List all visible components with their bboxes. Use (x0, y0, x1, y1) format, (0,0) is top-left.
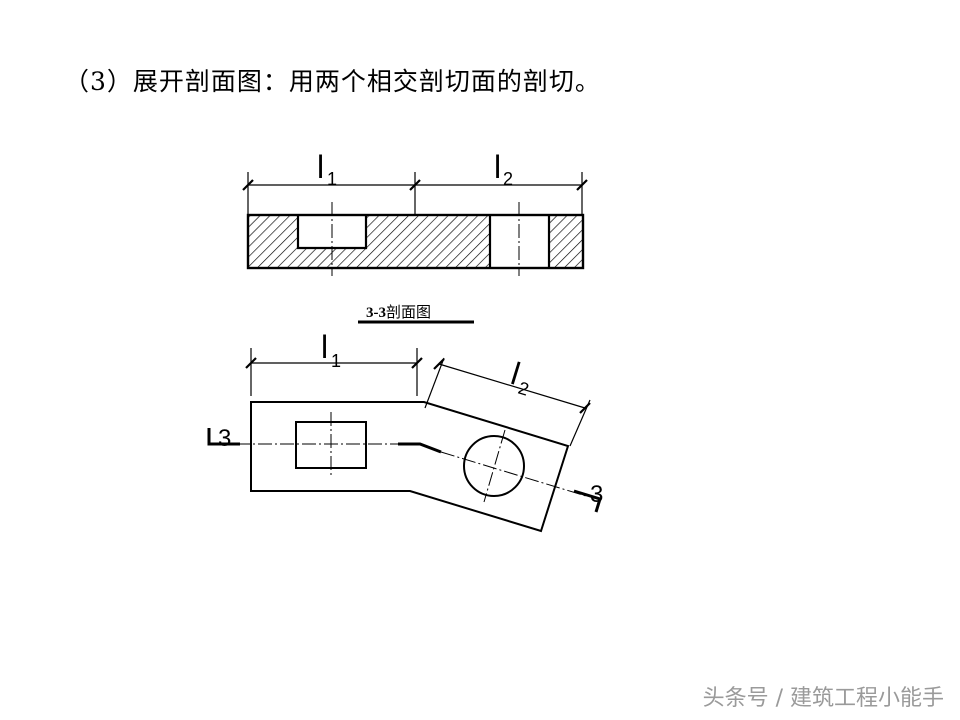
section-caption: 3-3剖面图 (366, 303, 431, 321)
plan-dim1-subscript: 1 (331, 351, 341, 371)
cut-mark-left-label: 3 (218, 425, 231, 452)
plan-dim2-subscript: 2 (516, 378, 531, 400)
section-dim1-subscript: 1 (327, 169, 337, 189)
cut-mark-right: 3 (573, 481, 603, 513)
section-caption-number: 3-3 (366, 305, 386, 321)
plan-cutting-plane-lines (236, 412, 587, 503)
section-caption-text: 剖面图 (386, 303, 431, 321)
section-dimension-line (242, 172, 588, 215)
section-dim2-label: l (494, 149, 501, 185)
plan-dim1-label: l (321, 329, 328, 365)
section-view: l 1 l 2 3-3剖面图 (242, 149, 588, 324)
plan-dimension-l1 (245, 348, 423, 396)
section-dim2-subscript: 2 (503, 169, 513, 189)
plan-cutting-bend-mark (398, 442, 442, 454)
plan-view: l 1 l 2 3 (207, 329, 603, 533)
cut-mark-left: 3 (207, 425, 240, 452)
cut-mark-right-label: 3 (590, 481, 603, 508)
section-dim1-label: l (317, 149, 324, 185)
section-center-lines (331, 202, 520, 276)
plan-outline (250, 401, 570, 533)
slide-heading: （3）展开剖面图：用两个相交剖切面的剖切。 (64, 67, 601, 96)
watermark: 头条号 / 建筑工程小能手 (702, 686, 944, 711)
plan-round-hole (463, 435, 525, 497)
section-body (246, 213, 585, 270)
plan-dimension-l2 (424, 357, 591, 447)
